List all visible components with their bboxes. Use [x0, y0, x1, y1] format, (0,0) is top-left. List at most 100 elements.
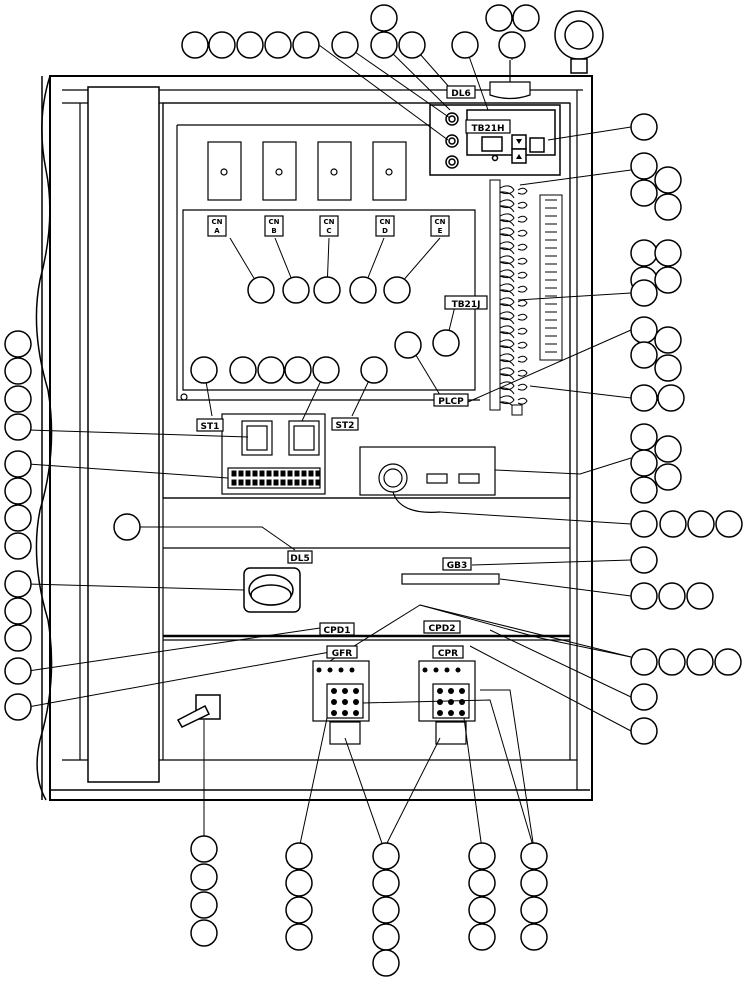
callout-bubble	[630, 476, 658, 504]
terminal-coil	[517, 369, 528, 377]
terminal-screw	[231, 479, 237, 486]
callout-bubble	[372, 923, 400, 951]
relay-pin	[342, 688, 348, 694]
cpr-relay	[418, 660, 476, 745]
terminal-coil	[517, 257, 528, 265]
terminal-coils	[499, 185, 528, 409]
callout-bubble	[4, 385, 32, 413]
terminal-coil	[499, 339, 515, 353]
callout-bubble	[4, 657, 32, 685]
callout-bubble	[208, 31, 236, 59]
callout-bubble	[372, 869, 400, 897]
callout-bubble	[4, 624, 32, 652]
callout-bubble	[4, 413, 32, 441]
callout-bubble	[715, 510, 743, 538]
relay-pin	[331, 688, 337, 694]
relay-pin	[437, 710, 443, 716]
gfr-relay	[312, 660, 370, 745]
callout-bubble	[686, 582, 714, 610]
terminal-ticks	[545, 199, 557, 353]
plc-modules	[207, 141, 407, 201]
terminal-coil	[499, 241, 515, 255]
callout-bubble	[654, 435, 682, 463]
cn-b-label: B	[271, 227, 276, 235]
callout-bubble	[468, 923, 496, 951]
cn-a-top: CN	[212, 218, 223, 226]
terminal-coil	[517, 215, 528, 223]
callout-bubble	[190, 919, 218, 947]
callout-bubble	[630, 683, 658, 711]
callout-bubble	[284, 356, 312, 384]
terminal-screw	[280, 479, 286, 486]
callout-bubble	[4, 477, 32, 505]
callout-bubble	[498, 31, 526, 59]
terminal-screw	[301, 470, 307, 477]
terminal-coil	[499, 367, 515, 381]
callout-bubble	[630, 341, 658, 369]
callout-bubble	[236, 31, 264, 59]
relay-pin	[353, 699, 359, 705]
terminal-strip	[489, 179, 563, 411]
callout-bubble	[370, 31, 398, 59]
display-unit-tb21h	[429, 104, 561, 176]
callout-bubble	[190, 891, 218, 919]
relay-pin	[448, 688, 454, 694]
cn-c-label: C	[326, 227, 331, 235]
relay-pin	[331, 699, 337, 705]
terminal-coil	[517, 397, 528, 405]
terminal-screw	[252, 470, 258, 477]
callout-bubble	[520, 869, 548, 897]
terminal-screw	[287, 470, 293, 477]
callout-bubble	[229, 356, 257, 384]
relay-pin	[338, 667, 344, 673]
terminal-coil	[499, 381, 515, 395]
callout-bubble	[372, 896, 400, 924]
label-boxes	[196, 85, 511, 659]
terminal-screw	[273, 479, 279, 486]
label-tb21j: TB21J	[452, 300, 481, 310]
terminal-screw	[287, 479, 293, 486]
terminal-coil	[517, 341, 528, 349]
relay-pin	[353, 688, 359, 694]
callout-bubble	[630, 316, 658, 344]
callout-bubble	[331, 31, 359, 59]
terminal-coil	[517, 383, 528, 391]
callout-bubble	[4, 693, 32, 721]
callout-bubble	[285, 896, 313, 924]
callout-bubble	[687, 510, 715, 538]
cn-connectors	[207, 215, 450, 237]
terminal-coil	[517, 243, 528, 251]
label-tb21h: TB21H	[471, 124, 504, 134]
callout-bubble	[630, 179, 658, 207]
callout-bubble	[520, 923, 548, 951]
terminal-screw	[294, 470, 300, 477]
callout-bubble	[659, 510, 687, 538]
callout-bubble	[4, 357, 32, 385]
terminal-screw	[259, 470, 265, 477]
label-cpr: CPR	[438, 649, 458, 659]
cn-e-label: E	[438, 227, 443, 235]
relay-pin-dots	[316, 667, 465, 716]
callout-bubble	[370, 4, 398, 32]
callout-bubble	[257, 356, 285, 384]
callout-bubble	[630, 717, 658, 745]
callout-bubble	[360, 356, 388, 384]
terminal-coil	[517, 229, 528, 237]
terminal-coil	[517, 285, 528, 293]
relay-pin	[349, 667, 355, 673]
relay-pin	[353, 710, 359, 716]
door-handle	[176, 694, 221, 728]
callout-bubble	[512, 4, 540, 32]
callout-bubble	[4, 504, 32, 532]
terminal-screw	[301, 479, 307, 486]
cn-c-top: CN	[324, 218, 335, 226]
callout-bubble	[312, 356, 340, 384]
callout-bubble	[654, 326, 682, 354]
callout-bubble	[630, 423, 658, 451]
relay-pin	[448, 699, 454, 705]
label-dl5: DL5	[290, 554, 309, 564]
callout-bubble	[285, 923, 313, 951]
terminal-screw	[273, 470, 279, 477]
callout-bubble	[398, 31, 426, 59]
callout-bubble	[520, 896, 548, 924]
